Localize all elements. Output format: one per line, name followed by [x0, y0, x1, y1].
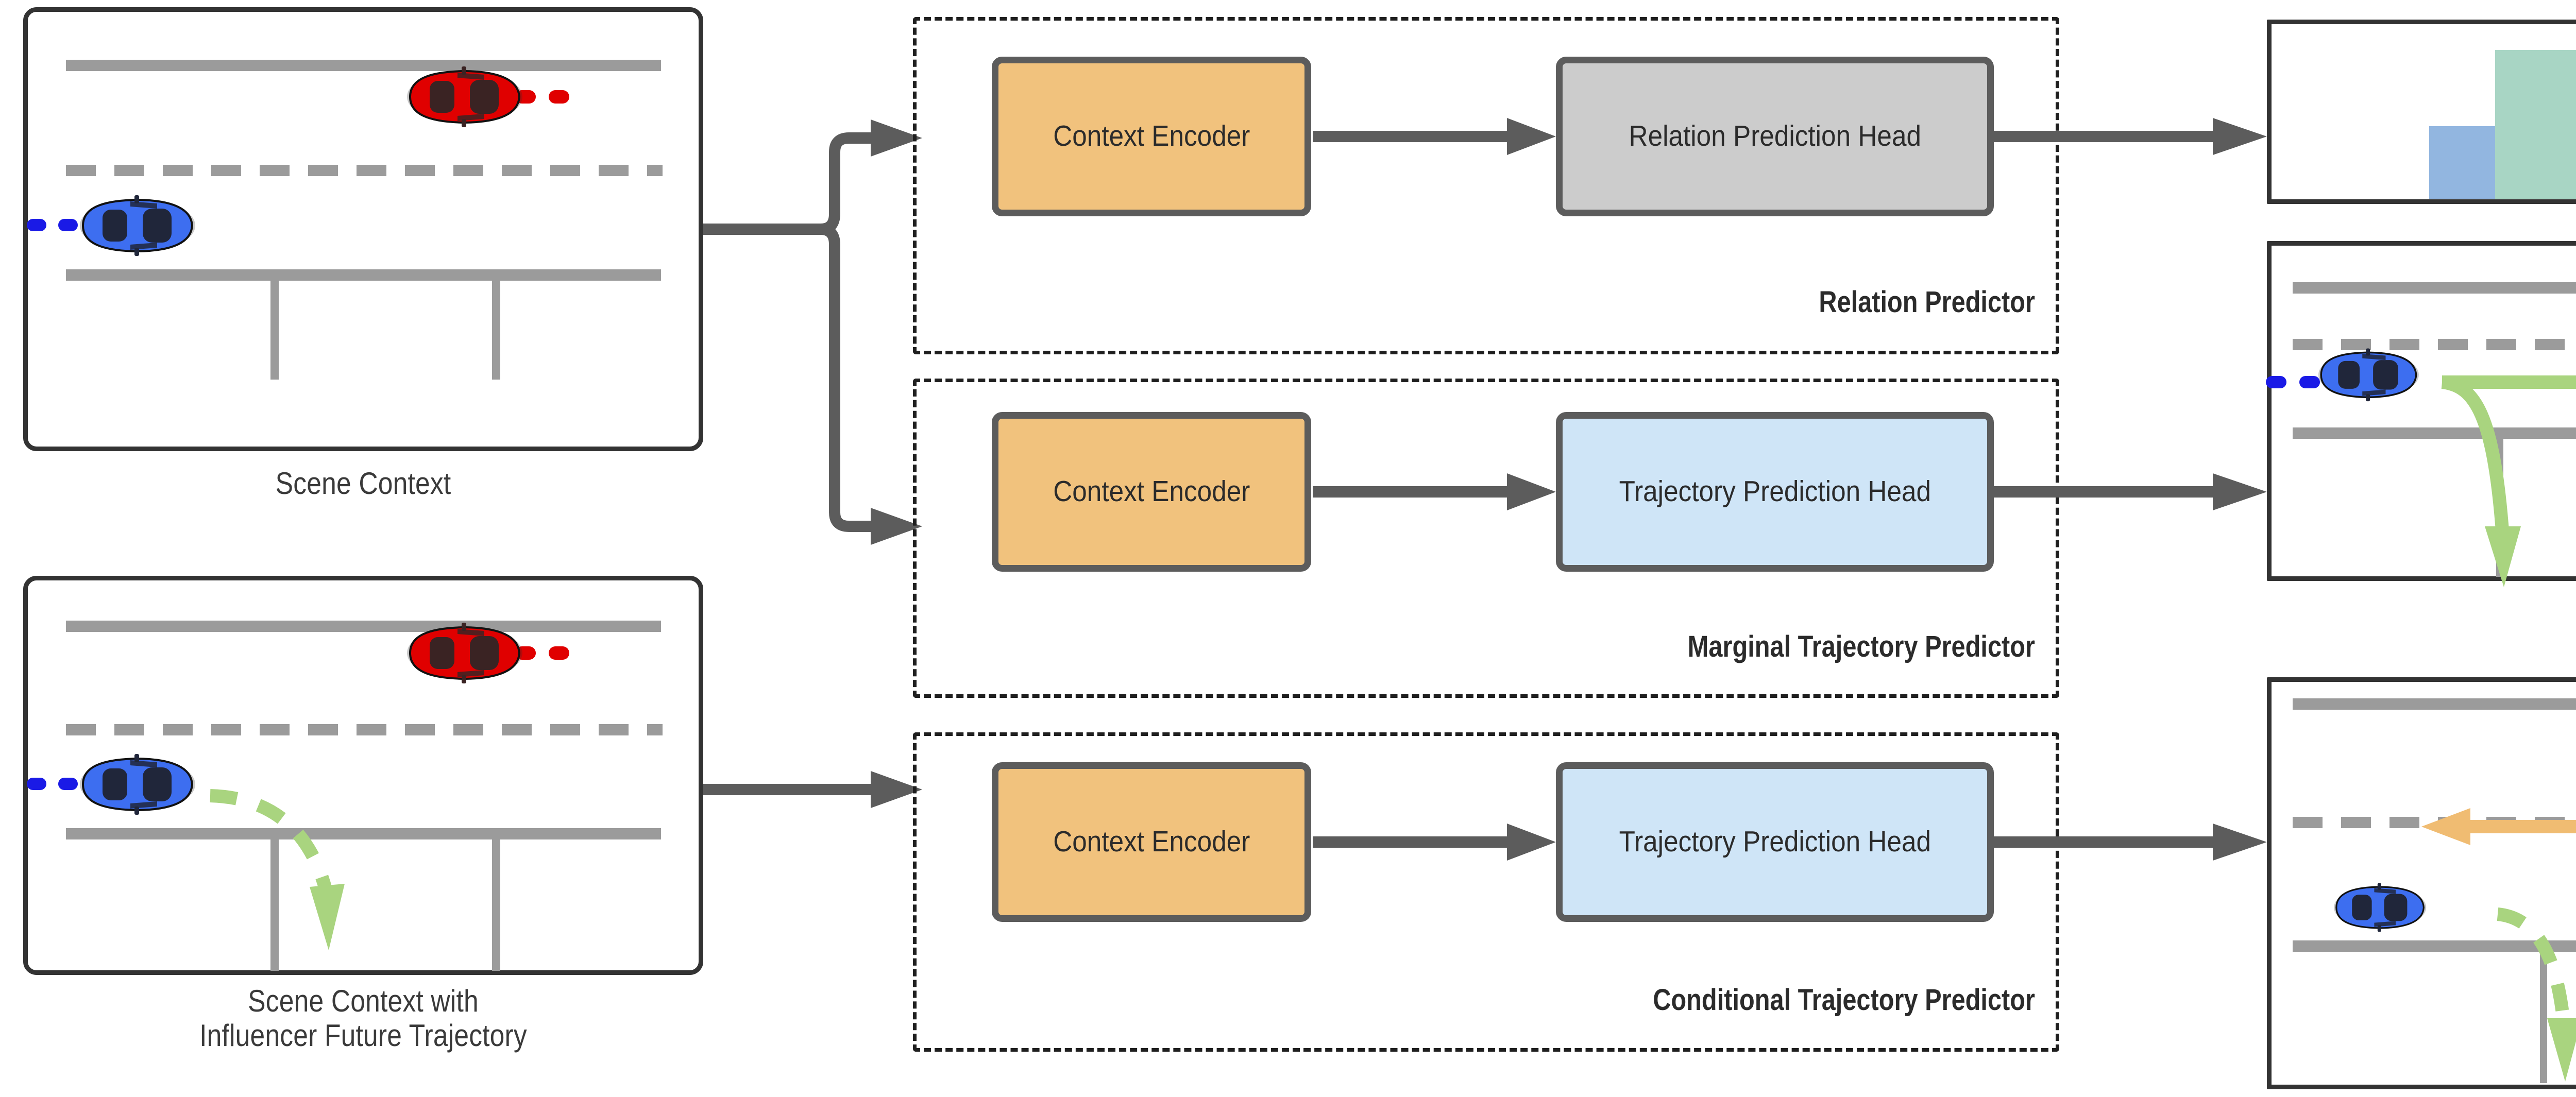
blue-history-dashes-2 — [27, 778, 78, 790]
conditional-trajectory-predictor-label: Conditional Trajectory Predictor — [1653, 983, 2035, 1017]
influencer-future-trajectory — [210, 789, 333, 893]
road-edge-bottom-4 — [2293, 940, 2576, 952]
relation-context-encoder-label: Context Encoder — [1053, 119, 1250, 153]
road-edge-bottom-3 — [2293, 427, 2576, 439]
marginal-trajectory-predictor-box — [913, 379, 2059, 698]
lane-divider-dashed — [66, 165, 663, 176]
conditional-ego-future-arrowhead — [2547, 1018, 2576, 1082]
conditional-influencer-left-arrowhead — [2421, 808, 2470, 845]
parking-divider-right — [492, 275, 500, 380]
marginal-context-encoder-node[interactable]: Context Encoder — [992, 412, 1311, 572]
relation-prediction-head-node[interactable]: Relation Prediction Head — [1556, 57, 1994, 216]
conditional-prediction-panel — [2267, 677, 2576, 1089]
conditional-context-encoder-label: Context Encoder — [1053, 825, 1250, 859]
blue-history-dashes-3 — [2266, 376, 2320, 388]
parking-divider-left-2 — [270, 834, 279, 971]
blue-ego-car — [80, 195, 195, 256]
road-edge-top-3 — [2293, 282, 2576, 294]
road-edge-top-2 — [66, 621, 661, 632]
marginal-turn-mode-arrowhead — [2485, 526, 2521, 587]
marginal-trajectory-prediction-head-node[interactable]: Trajectory Prediction Head — [1556, 412, 1994, 572]
marginal-turn-mode — [2441, 375, 2509, 532]
lane-divider-dashed-3 — [2293, 339, 2565, 350]
scene-context-influencer-caption: Scene Context with Influencer Future Tra… — [199, 984, 527, 1053]
scene-context-caption: Scene Context — [275, 466, 451, 501]
marginal-trajectory-prediction-head-label: Trajectory Prediction Head — [1619, 475, 1931, 508]
road-edge-top-4 — [2293, 698, 2576, 710]
relation-predictor-label: Relation Predictor — [1819, 285, 2035, 319]
marginal-context-encoder-label: Context Encoder — [1053, 475, 1250, 508]
conditional-trajectory-predictor-box — [913, 732, 2059, 1052]
marginal-prediction-panel — [2267, 241, 2576, 581]
arrowhead-into-relation-encoder — [871, 119, 922, 157]
conditional-trajectory-prediction-head-label: Trajectory Prediction Head — [1619, 825, 1931, 859]
bar-yield — [2495, 50, 2576, 199]
parking-divider-left-4 — [2540, 947, 2547, 1083]
bar-pass — [2429, 126, 2495, 199]
blue-history-dashes — [27, 219, 78, 231]
conditional-context-encoder-node[interactable]: Context Encoder — [992, 762, 1311, 922]
blue-ego-car-2 — [80, 754, 195, 815]
red-history-dashes — [515, 90, 569, 104]
parking-divider-right-2 — [492, 834, 500, 971]
influencer-future-trajectory-arrowhead — [310, 884, 345, 950]
road-edge-top — [66, 60, 661, 71]
red-influencer-car-2 — [407, 623, 522, 683]
red-history-dashes-2 — [515, 646, 569, 660]
road-edge-bottom — [66, 269, 661, 281]
conditional-trajectory-prediction-head-node[interactable]: Trajectory Prediction Head — [1556, 762, 1994, 922]
relation-prediction-head-label: Relation Prediction Head — [1629, 119, 1921, 153]
relation-predictor-box — [913, 17, 2059, 354]
connector-branch-down — [820, 224, 871, 532]
relation-context-encoder-node[interactable]: Context Encoder — [992, 57, 1311, 216]
road-edge-bottom-2 — [66, 828, 661, 839]
arrowhead-into-marginal-encoder — [871, 508, 922, 545]
conditional-ego-future-trajectory — [2497, 907, 2570, 1023]
red-influencer-car — [407, 66, 522, 127]
marginal-trajectory-predictor-label: Marginal Trajectory Predictor — [1687, 630, 2035, 663]
blue-ego-car-4 — [2334, 883, 2427, 932]
parking-divider-left — [270, 275, 279, 380]
lane-divider-dashed-2 — [66, 724, 663, 735]
arrowhead-into-conditional-encoder — [871, 771, 922, 808]
blue-ego-car-3 — [2318, 348, 2419, 402]
